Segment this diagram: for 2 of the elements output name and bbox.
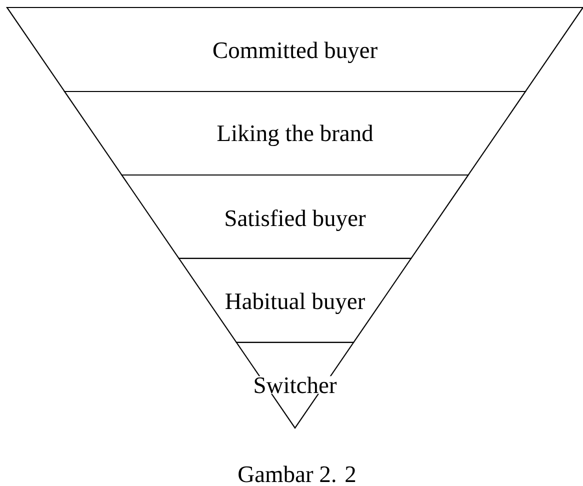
caption: Gambar 2. 2 [238, 466, 356, 482]
funnel-level: Liking the brand [64, 90, 527, 176]
